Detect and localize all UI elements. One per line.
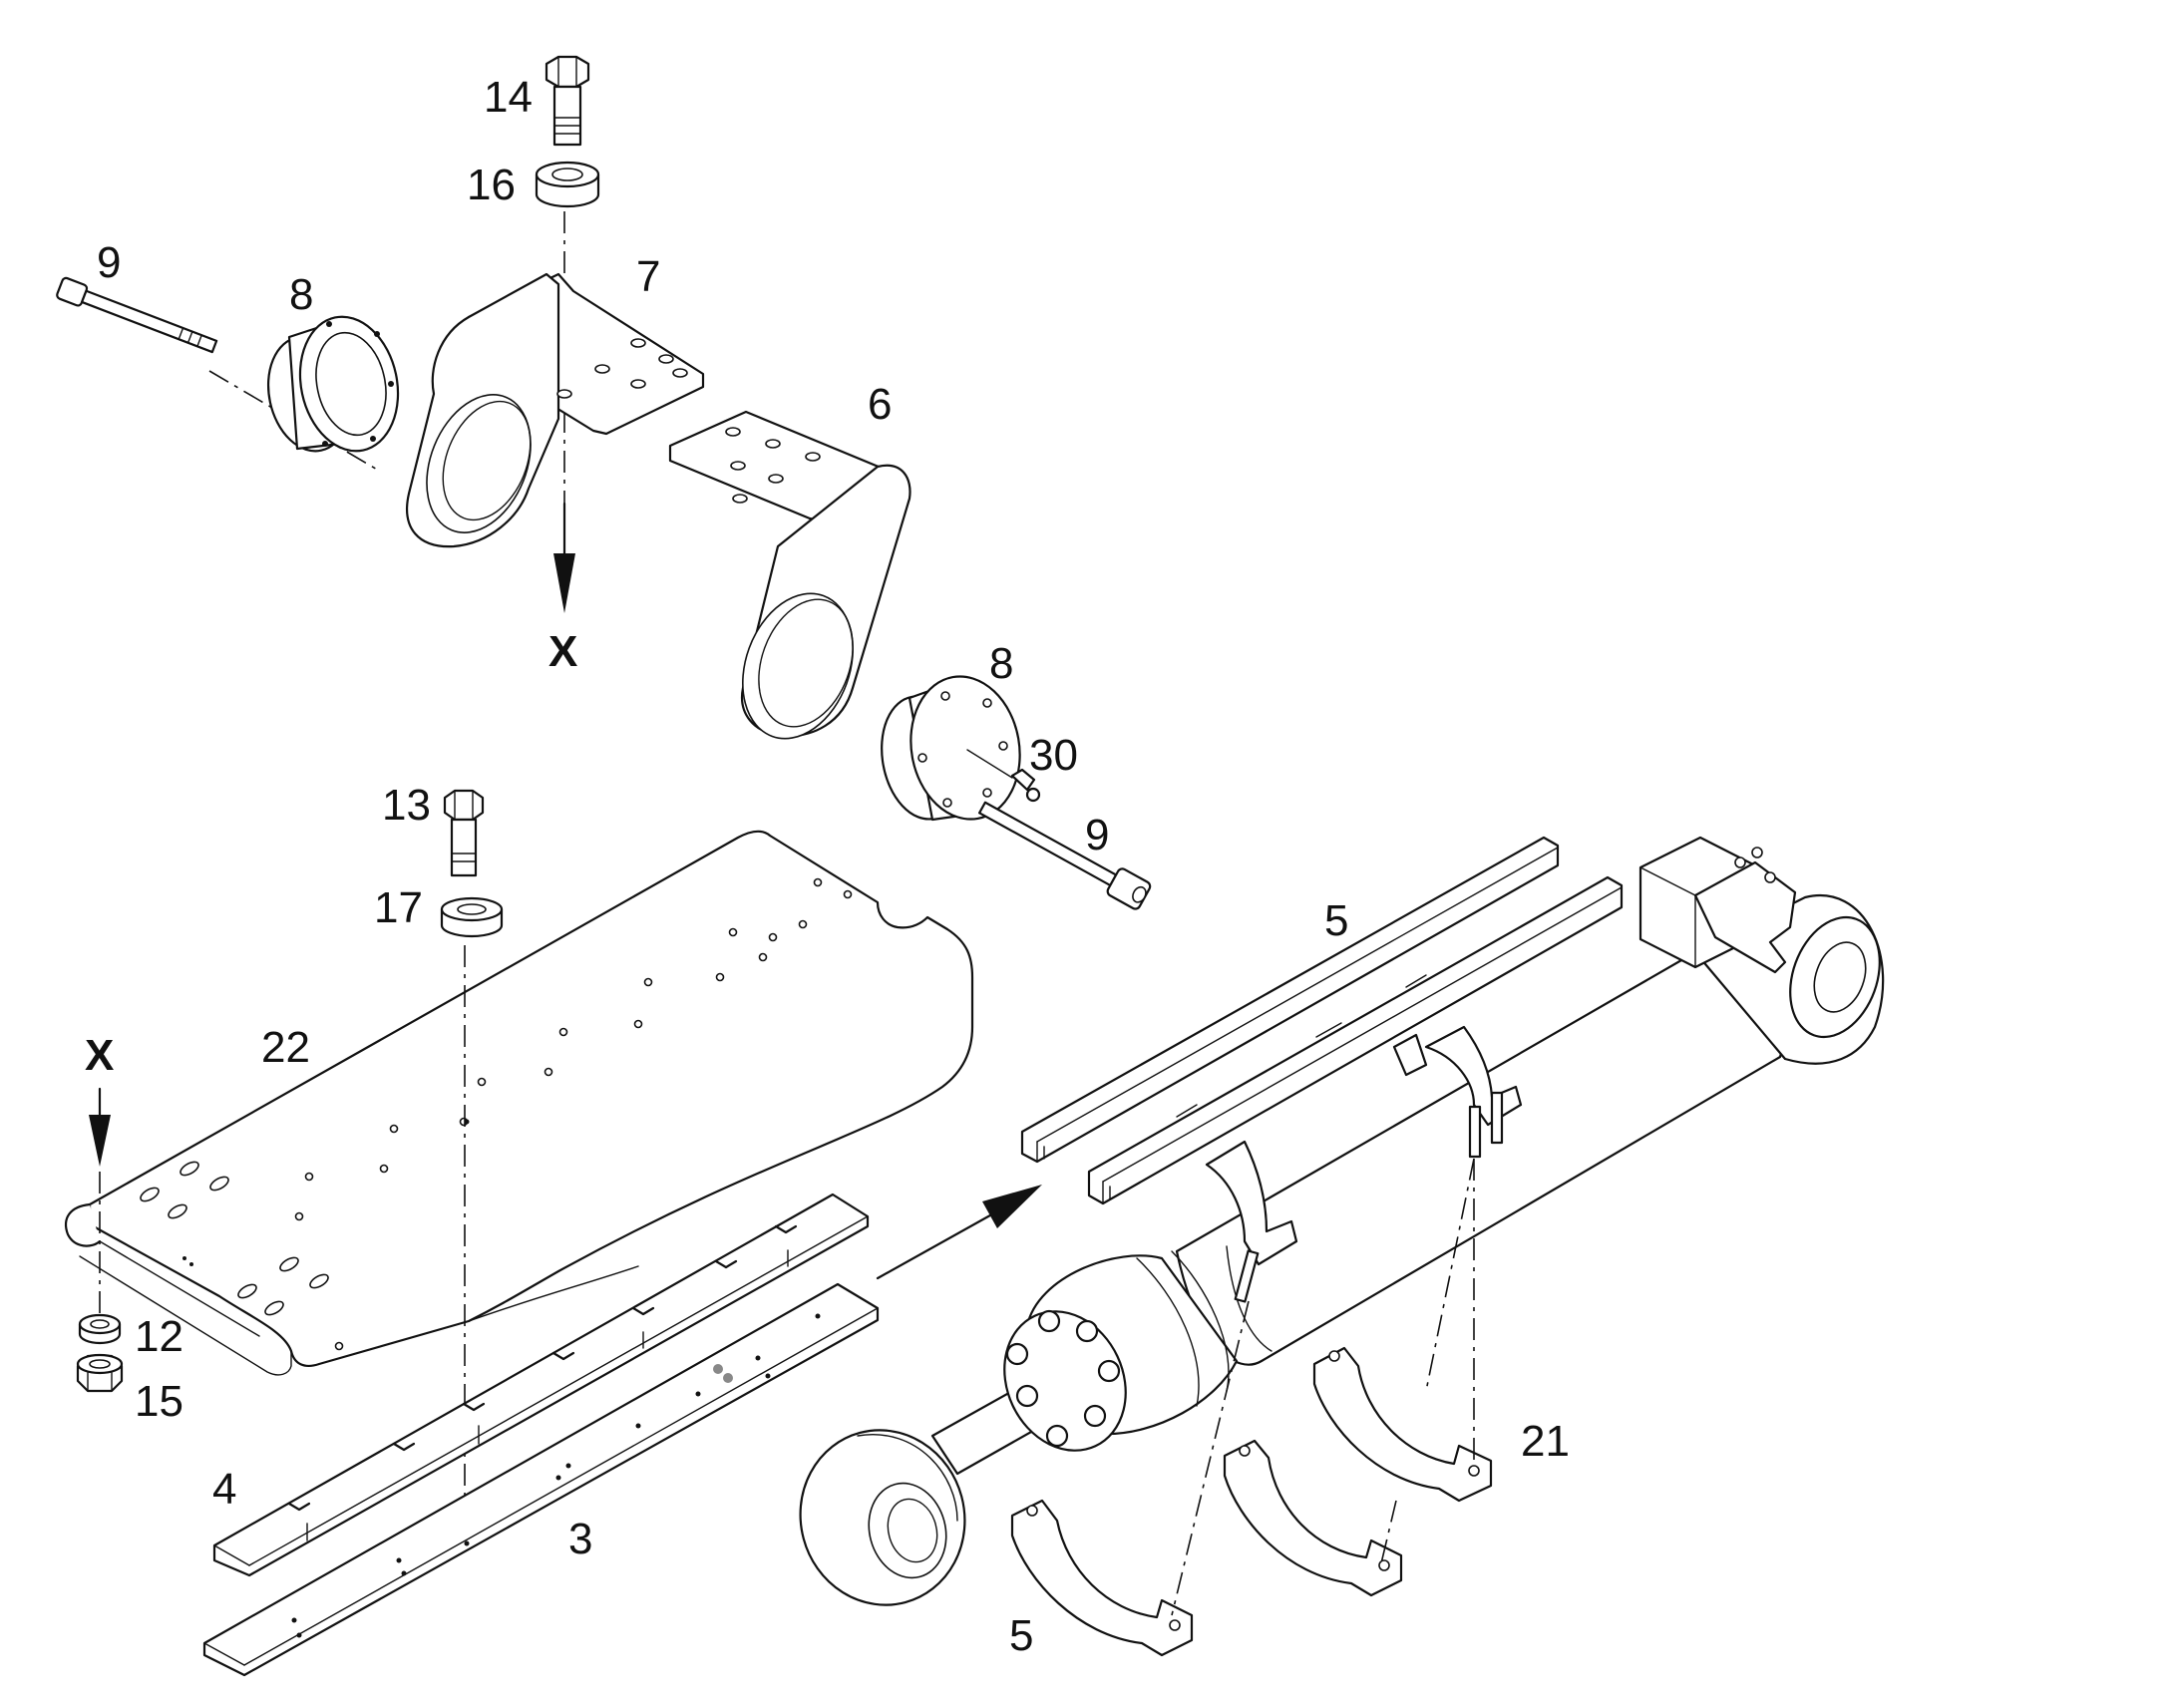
callout-x-top: X bbox=[548, 627, 577, 676]
plate-22 bbox=[64, 830, 974, 1376]
bolt-9-upper bbox=[56, 276, 218, 354]
callout-9-lower: 9 bbox=[1085, 811, 1109, 859]
callout-14: 14 bbox=[484, 73, 533, 122]
callout-8-upper: 8 bbox=[289, 270, 313, 319]
callout-16: 16 bbox=[467, 161, 516, 209]
lower-clamp-21 bbox=[1312, 1346, 1493, 1503]
callout-21: 21 bbox=[1521, 1417, 1570, 1466]
washer-12 bbox=[78, 1313, 122, 1345]
callout-13: 13 bbox=[382, 781, 431, 830]
assembly-arrow bbox=[876, 1185, 1042, 1280]
callout-15: 15 bbox=[135, 1377, 183, 1426]
washer-17 bbox=[440, 896, 504, 938]
callout-8-lower: 8 bbox=[989, 639, 1013, 688]
arrow-to-x-top bbox=[553, 502, 575, 613]
callout-12: 12 bbox=[135, 1312, 183, 1361]
callout-9-upper: 9 bbox=[97, 238, 121, 287]
axis-line-clamp-middle bbox=[1380, 1500, 1397, 1564]
wear-strip-4 bbox=[212, 1193, 870, 1577]
top-clamps bbox=[1205, 1025, 1523, 1303]
callout-22: 22 bbox=[261, 1023, 310, 1072]
wear-strip-3 bbox=[202, 1282, 880, 1677]
washer-16 bbox=[535, 161, 600, 208]
callout-6: 6 bbox=[868, 380, 892, 429]
callout-x-left: X bbox=[85, 1031, 114, 1080]
bolt-13 bbox=[443, 789, 485, 877]
lower-clamp-5 bbox=[1010, 1499, 1194, 1657]
bushing-8-upper bbox=[266, 315, 400, 453]
callout-3: 3 bbox=[568, 1515, 592, 1563]
callout-5-top: 5 bbox=[1324, 896, 1348, 945]
callout-7: 7 bbox=[636, 252, 660, 301]
callout-30: 30 bbox=[1029, 731, 1078, 780]
bracket-6 bbox=[668, 410, 911, 740]
lower-clamp-middle bbox=[1223, 1439, 1403, 1597]
bolt-14 bbox=[545, 55, 590, 147]
callout-5-bottom: 5 bbox=[1009, 1611, 1033, 1660]
arrow-x-left bbox=[89, 1087, 111, 1167]
bracket-7 bbox=[406, 272, 705, 548]
callout-4: 4 bbox=[212, 1465, 236, 1514]
nut-15 bbox=[76, 1353, 124, 1393]
guide-rails-5 bbox=[1020, 836, 1624, 1205]
bolt-9-lower bbox=[977, 801, 1152, 910]
grease-fitting-30 bbox=[966, 749, 1041, 803]
callout-17: 17 bbox=[374, 883, 423, 932]
bushing-8-lower bbox=[881, 675, 1021, 822]
axis-line-clamp-5 bbox=[1171, 1300, 1250, 1616]
